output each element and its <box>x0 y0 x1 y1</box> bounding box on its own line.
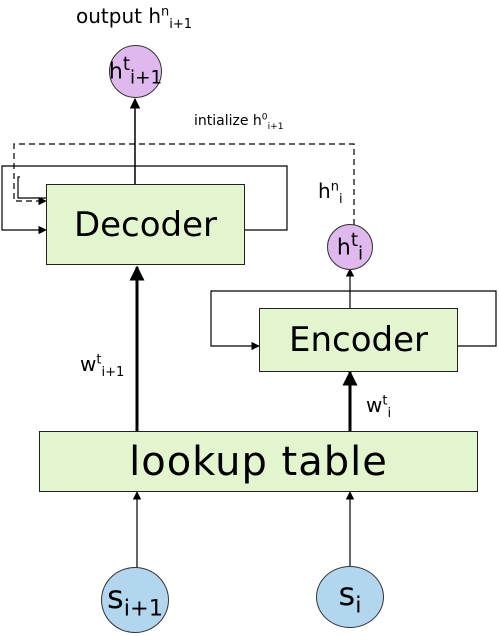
encoder-hidden-base: h <box>336 234 351 260</box>
w-encoder-label: wti <box>366 393 391 420</box>
sentence-current-node: si <box>316 566 384 628</box>
sentence-current-base: s <box>338 575 356 614</box>
decoder-hidden-node: hti+1 <box>109 45 162 98</box>
lookup-table-block: lookup table <box>39 431 478 492</box>
decoder-block: Decoder <box>46 184 245 265</box>
hn-label-sub: i <box>338 192 343 207</box>
sentence-next-sub: i+1 <box>123 595 163 622</box>
sentence-next-node: si+1 <box>101 567 169 633</box>
init-label-sub: i+1 <box>267 121 284 132</box>
decoder-loop-inner <box>17 176 46 199</box>
init-label: intialize h0i+1 <box>194 112 284 132</box>
hn-label: hni <box>318 179 343 206</box>
init-label-sup: 0 <box>261 112 268 123</box>
decoder-hidden-sub: i+1 <box>130 67 163 89</box>
decoder-label: Decoder <box>73 204 218 245</box>
output-label-sub: i+1 <box>169 17 193 32</box>
hn-label-base: h <box>318 179 331 203</box>
encoder-loop <box>210 290 497 351</box>
encoder-block: Encoder <box>259 308 458 372</box>
output-label-sup: n <box>161 4 170 20</box>
output-label: output hni+1 <box>76 4 192 31</box>
encoder-hidden-node: hti <box>327 224 373 270</box>
decoder-hidden-base: h <box>108 59 123 85</box>
w-decoder-sup: t <box>96 352 102 368</box>
w-decoder-base: w <box>80 352 97 376</box>
w-decoder-label: wti+1 <box>80 352 124 379</box>
init-label-prefix: intialize h <box>194 113 262 129</box>
encoder-label: Encoder <box>288 320 428 360</box>
w-encoder-sup: t <box>382 393 388 409</box>
decoder-hidden-sup: t <box>122 54 131 76</box>
w-encoder-base: w <box>366 393 383 417</box>
sentence-current-sub: i <box>355 592 362 619</box>
w-decoder-sub: i+1 <box>101 365 125 380</box>
encoder-hidden-sup: t <box>350 229 359 251</box>
decoder-loop-outer <box>1 165 288 235</box>
output-label-prefix: output h <box>76 4 161 28</box>
sentence-next-base: s <box>107 578 124 617</box>
w-encoder-sub: i <box>387 406 392 421</box>
hn-label-sup: n <box>330 179 339 195</box>
encoder-hidden-sub: i <box>358 243 364 265</box>
init-dashed-path <box>13 143 355 225</box>
lookup-table-label: lookup table <box>129 438 388 485</box>
